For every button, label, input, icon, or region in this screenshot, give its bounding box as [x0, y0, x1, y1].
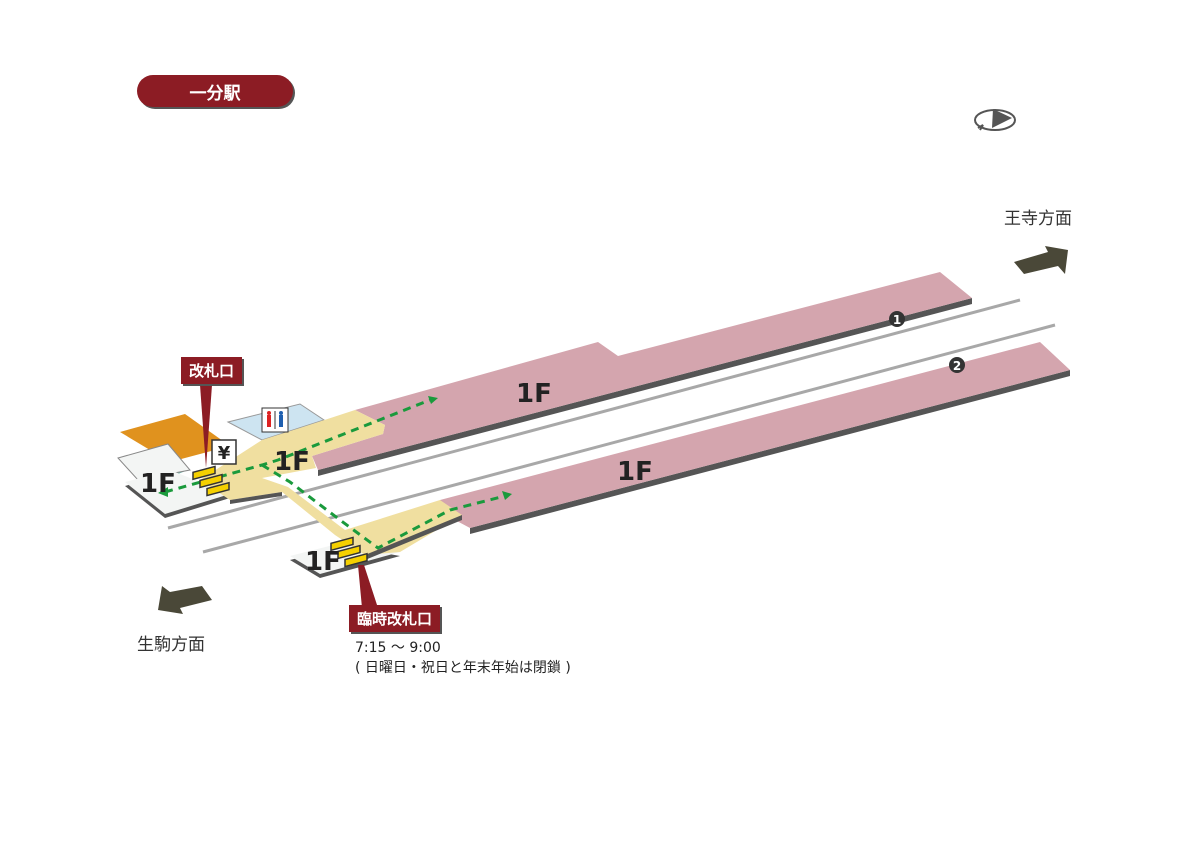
floor-label: 1F	[305, 547, 341, 577]
gates-main	[192, 465, 230, 497]
direction-south-label: 生駒方面	[137, 635, 205, 655]
compass-icon	[974, 109, 1016, 131]
temp-gate-hours: 7:15 〜 9:00	[355, 640, 441, 656]
main-gate-label: 改札口	[181, 357, 243, 384]
shop-area	[120, 414, 230, 462]
station-name-badge: 一分駅	[137, 75, 293, 107]
track-2	[202, 323, 1056, 554]
route-lines	[164, 398, 506, 550]
concourse	[200, 410, 462, 560]
platform-1	[312, 272, 972, 476]
ticket-machine-icon: ¥	[211, 439, 237, 465]
track-1	[167, 298, 1021, 530]
gates-temp	[330, 536, 368, 568]
arrow-south-icon	[158, 586, 212, 614]
svg-text:¥: ¥	[218, 443, 231, 464]
temp-gate-note: ( 日曜日・祝日と年末年始は閉鎖 )	[355, 660, 571, 676]
arrow-north-icon	[1014, 246, 1068, 274]
platform-number-1: 1	[889, 311, 905, 327]
direction-north-label: 王寺方面	[1004, 209, 1072, 229]
platform-number-2: 2	[949, 357, 965, 373]
svg-text:1: 1	[893, 313, 901, 327]
platform-2	[440, 342, 1070, 534]
temp-gate-label: 臨時改札口	[349, 605, 441, 632]
floor-label: 1F	[140, 469, 176, 499]
floor-label: 1F	[617, 457, 653, 487]
svg-text:2: 2	[953, 359, 961, 373]
floor-label: 1F	[516, 379, 552, 409]
floor-label: 1F	[274, 447, 310, 477]
restroom-icon	[261, 407, 289, 433]
